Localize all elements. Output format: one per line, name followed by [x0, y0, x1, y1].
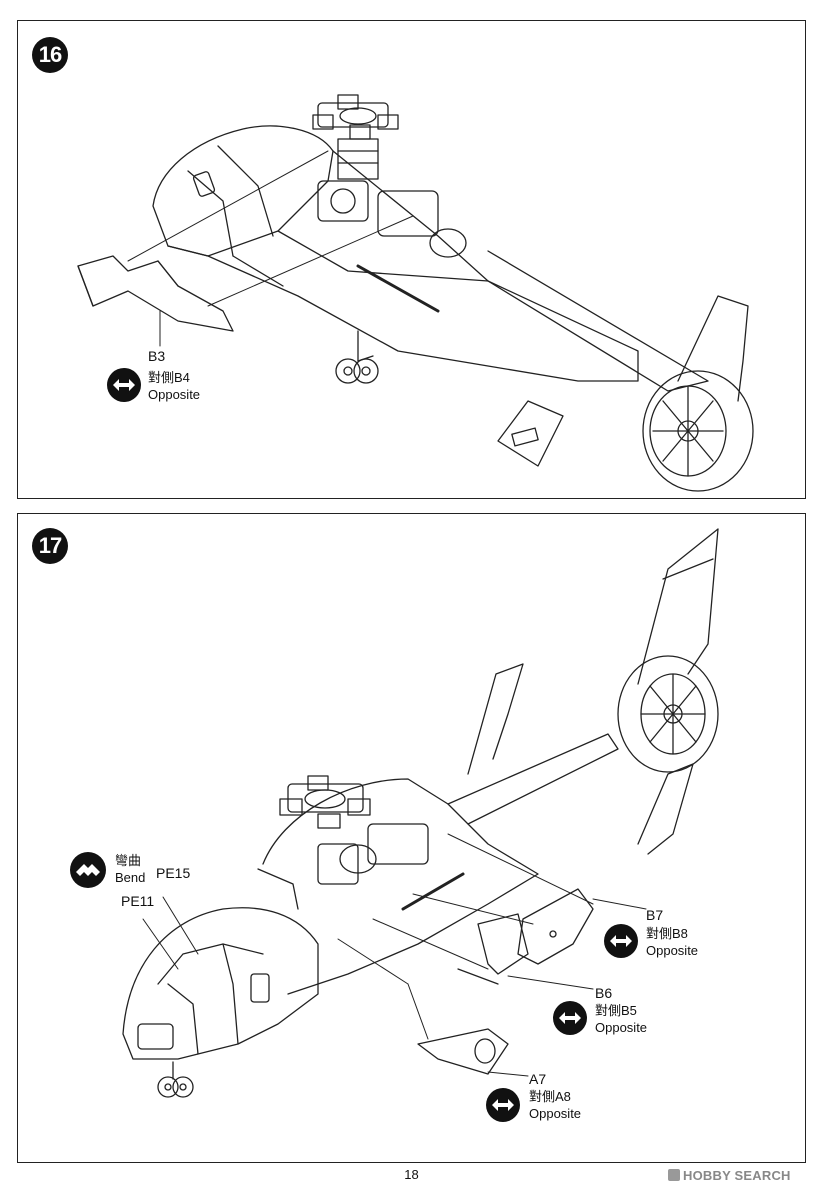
fenestron — [617, 655, 719, 773]
double-arrow-icon — [486, 1088, 520, 1122]
opposite-part-label: 對側B4 — [148, 370, 190, 385]
opposite-label-en: Opposite — [595, 1020, 648, 1035]
opposite-part-label: 對側B8 — [646, 926, 688, 941]
opposite-part-label: 對側A8 — [529, 1089, 571, 1104]
door-part-b6 — [457, 913, 529, 985]
part-label-pe15: PE15 — [156, 865, 191, 881]
part-label-pe11: PE11 — [121, 893, 155, 909]
stabilizer — [497, 400, 564, 467]
stabilizer-left — [467, 663, 524, 775]
double-arrow-icon — [553, 1001, 587, 1035]
bend-chevron-icon — [70, 852, 106, 888]
tail-fin — [677, 295, 749, 402]
part-label-b3: B3 — [148, 348, 166, 364]
page-number: 18 — [404, 1167, 419, 1182]
opposite-label-en: Opposite — [148, 387, 201, 402]
tail-boom — [447, 733, 619, 825]
cockpit — [152, 125, 334, 257]
engine — [317, 823, 429, 885]
helicopter-illustration-step-16 — [77, 94, 754, 492]
sponson-part-b3 — [77, 255, 234, 332]
part-label-b6: B6 — [595, 985, 613, 1001]
rotor-head — [312, 94, 399, 180]
opposite-label-en: Opposite — [646, 943, 699, 958]
double-arrow-icon — [107, 368, 141, 402]
opposite-part-label: 對側B5 — [595, 1003, 637, 1018]
helicopter-illustration-step-17 — [122, 528, 719, 1098]
door-part-b7 — [517, 888, 594, 965]
bend-label-zh: 彎曲 — [115, 853, 142, 868]
fuselage — [262, 778, 539, 995]
part-label-a7: A7 — [529, 1071, 547, 1087]
opposite-label-en: Opposite — [529, 1106, 582, 1121]
bend-label-en: Bend — [115, 870, 146, 885]
tail-boom — [487, 250, 709, 392]
sponson-part-a7 — [417, 1028, 509, 1075]
landing-gear — [335, 330, 379, 384]
landing-gear — [157, 1061, 194, 1098]
step-16-panel: 16 — [17, 20, 806, 499]
tail-fin — [637, 528, 719, 685]
double-arrow-icon — [604, 924, 638, 958]
stabilizer-right — [637, 763, 694, 855]
part-label-b7: B7 — [646, 907, 664, 923]
step-number-badge: 17 — [32, 528, 68, 564]
watermark-text: HOBBY SEARCH — [683, 1168, 791, 1183]
fenestron — [642, 370, 754, 492]
fuselage — [167, 150, 639, 382]
cockpit — [122, 907, 319, 1060]
step-17-panel: 17 — [17, 513, 806, 1163]
engine — [317, 180, 467, 258]
watermark-logo: HOBBY SEARCH — [668, 1168, 791, 1183]
step-number-badge: 16 — [32, 37, 68, 73]
rotor-head — [279, 775, 371, 829]
